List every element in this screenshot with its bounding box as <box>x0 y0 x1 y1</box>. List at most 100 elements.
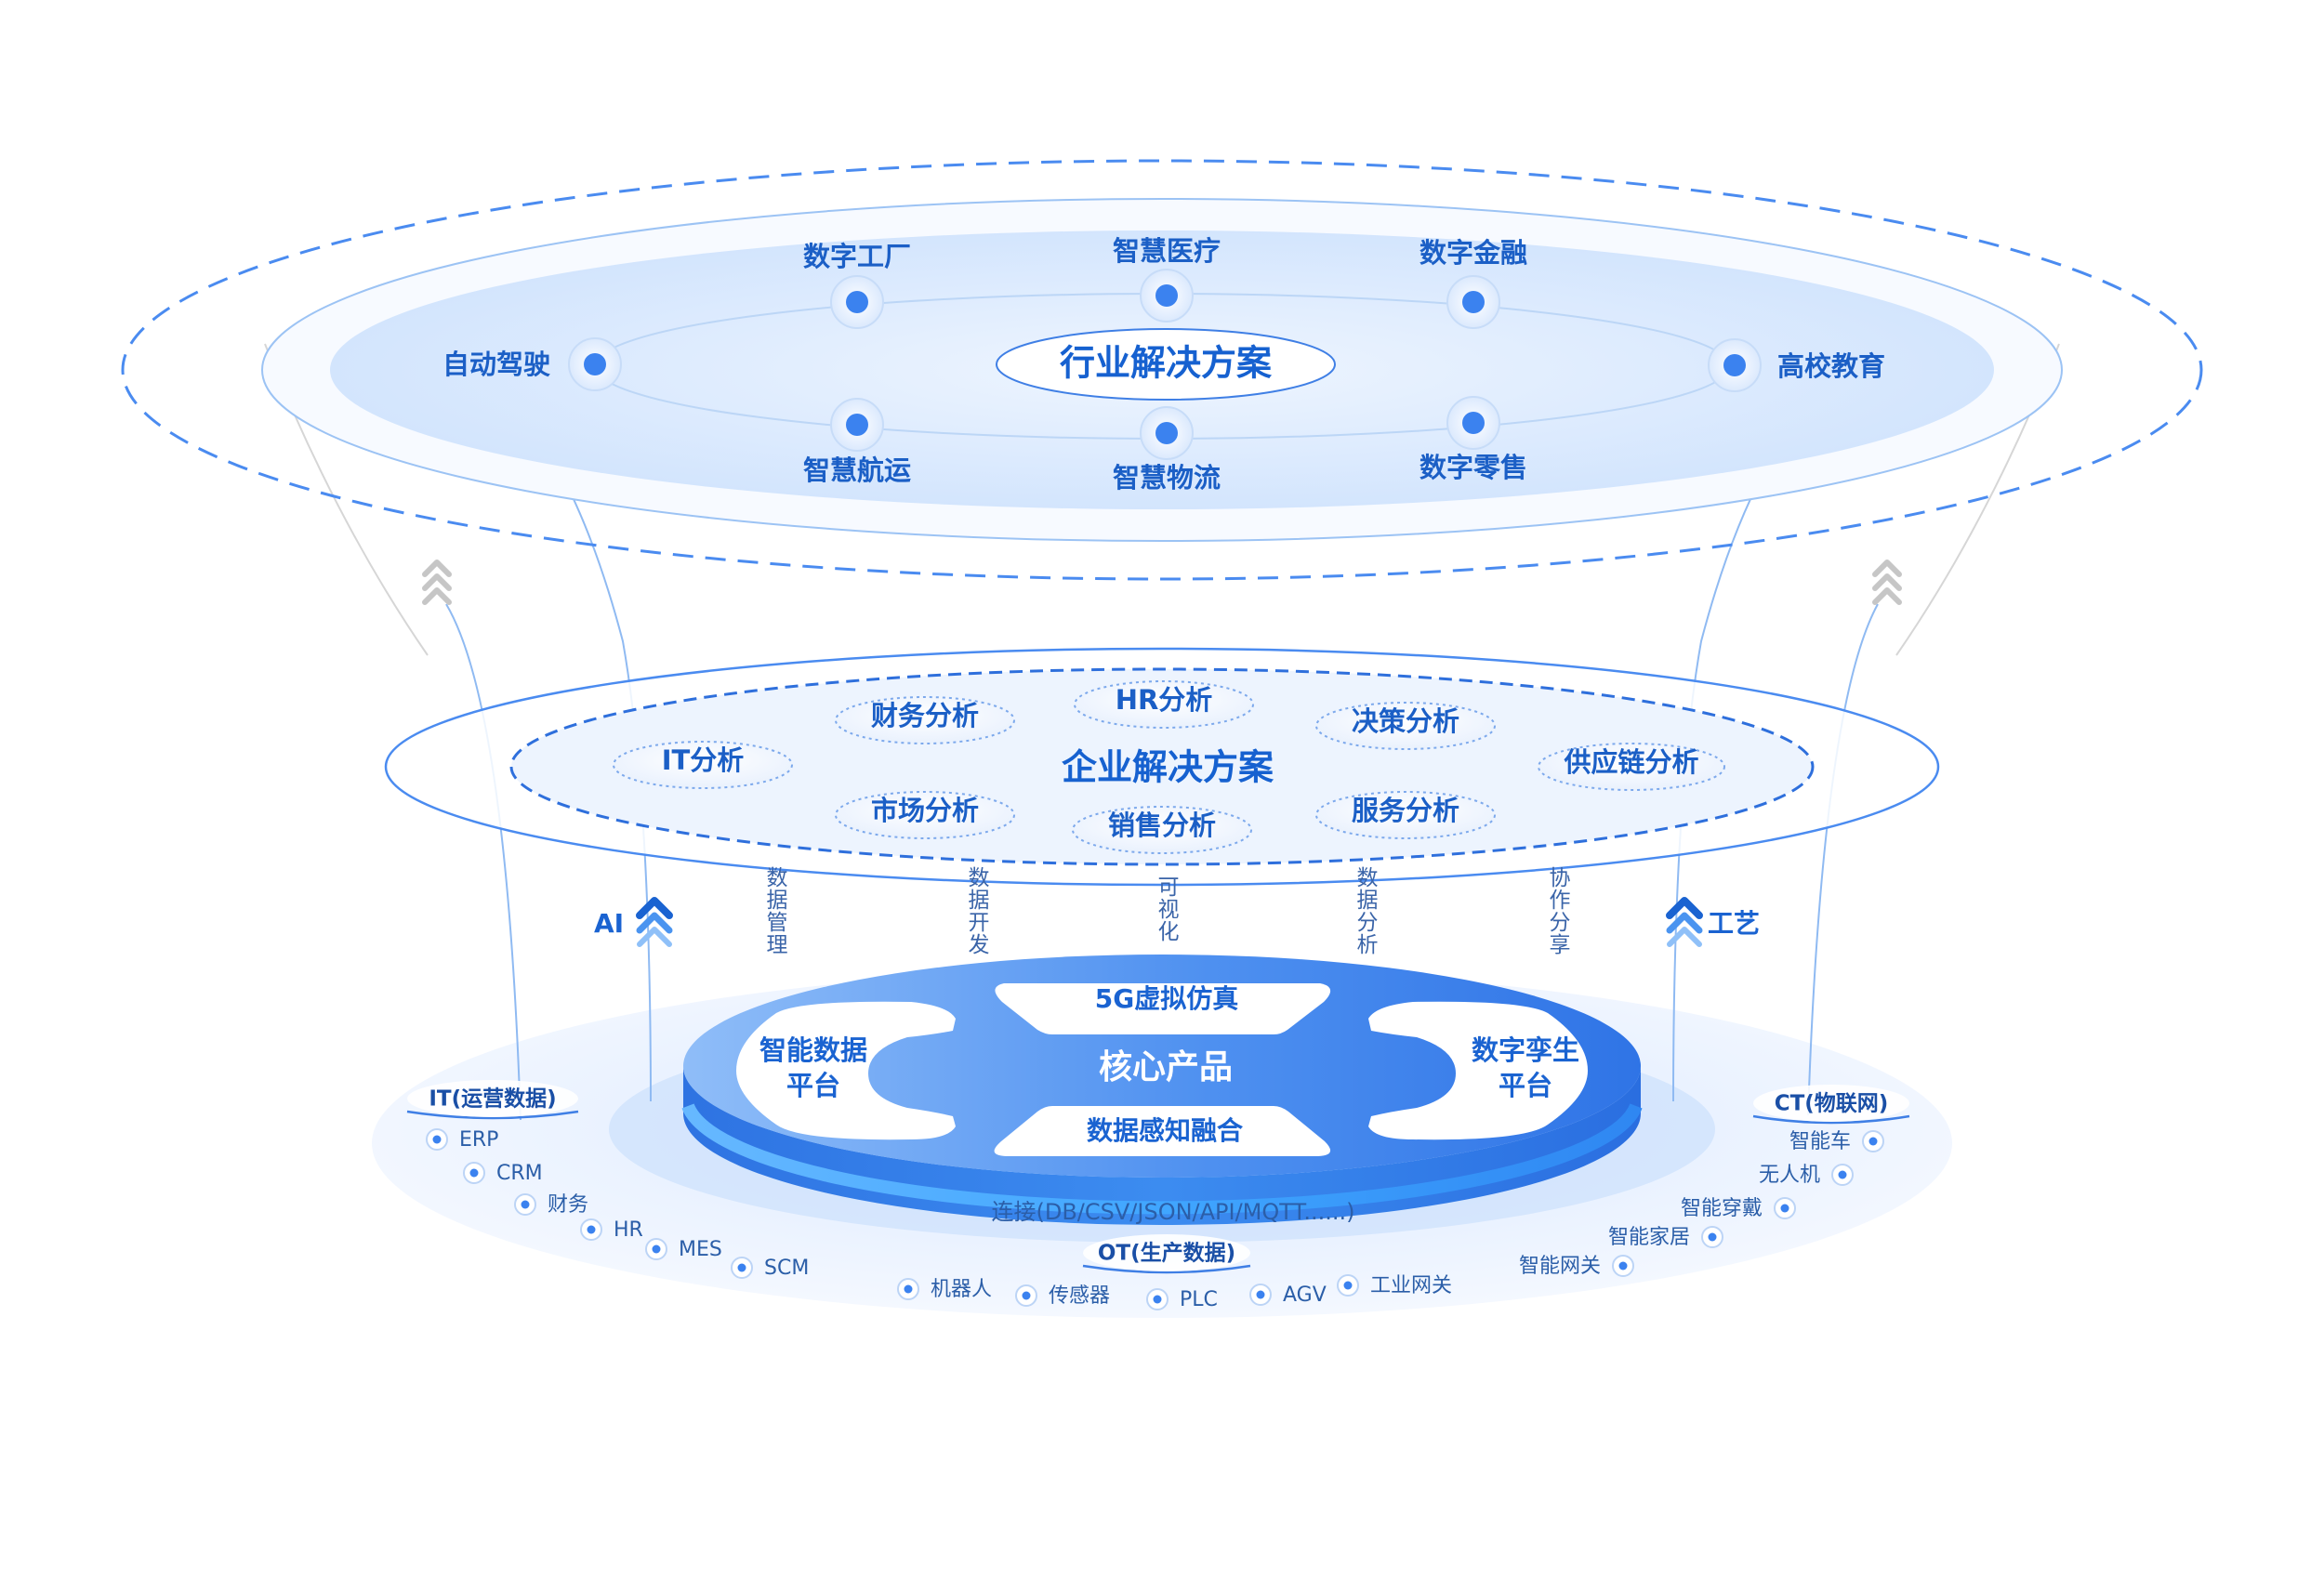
enterprise-node-pill <box>1072 806 1252 854</box>
bullet-dot-core <box>1022 1291 1031 1300</box>
ct-source-item: 智能网关 <box>1519 1255 1634 1278</box>
ct-source-label: 智能车 <box>1789 1130 1851 1153</box>
source-title-underline <box>1752 1114 1910 1125</box>
enterprise-node-pill <box>835 696 1015 744</box>
enterprise-node: 决策分析 <box>1315 702 1496 750</box>
industry-node-dot <box>1462 412 1485 434</box>
bullet-dot-core <box>1256 1290 1265 1299</box>
ct-source-title: CT(物联网) <box>1752 1085 1910 1125</box>
enterprise-node-label: 决策分析 <box>1352 705 1459 737</box>
module-top-label: 5G虚拟仿真 <box>1095 983 1238 1014</box>
industry-node: 智慧物流 <box>1113 406 1221 494</box>
craft-chevron-icon <box>1666 897 1703 947</box>
enterprise-node: HR分析 <box>1074 680 1254 729</box>
bullet-dot-core <box>1343 1281 1353 1290</box>
enterprise-node-pill <box>1315 702 1496 750</box>
industry-node: 数字零售 <box>1419 396 1527 483</box>
it-source-item: CRM <box>463 1162 543 1185</box>
source-title: IT(运营数据) <box>429 1087 556 1112</box>
industry-title-pill <box>996 328 1336 401</box>
enterprise-node: IT分析 <box>613 741 793 789</box>
industry-outer-dashed-ring <box>121 159 2203 581</box>
industry-node: 数字金融 <box>1419 237 1527 329</box>
bullet-dot-core <box>1153 1295 1162 1304</box>
it-source-label: ERP <box>459 1128 498 1152</box>
it-source-item: MES <box>645 1238 722 1261</box>
core-disk-rim-glow <box>681 1103 1643 1215</box>
it-source-title: IT(运营数据) <box>406 1080 579 1120</box>
industry-title: 行业解决方案 <box>1060 343 1273 384</box>
connect-formats-label: 连接(DB/CSV/JSON/API/MQTT......) <box>992 1199 1355 1225</box>
module-right-shape <box>1368 1001 1588 1140</box>
industry-node: 自动驾驶 <box>442 337 622 391</box>
side-label-craft: 工艺 <box>1708 908 1760 939</box>
enterprise-node: 服务分析 <box>1315 791 1496 839</box>
ct-source-item: 智能车 <box>1789 1130 1884 1153</box>
core-disk-side <box>683 1066 1641 1225</box>
connector-line <box>1807 603 1879 1116</box>
enterprise-node-pill <box>1538 743 1725 791</box>
ot-source-label: 机器人 <box>931 1278 992 1301</box>
ct-source-label: 智能网关 <box>1519 1255 1601 1278</box>
bullet-dot-core <box>1780 1204 1789 1213</box>
connector-label: 数据分析 <box>1357 866 1379 957</box>
bullet-dot-core <box>652 1244 661 1254</box>
industry-node-label: 智慧航运 <box>803 454 911 486</box>
industry-node-label: 高校教育 <box>1777 350 1885 382</box>
source-title: CT(物联网) <box>1775 1091 1889 1116</box>
industry-node-label: 智慧物流 <box>1113 462 1221 494</box>
industry-node-dot <box>846 291 868 313</box>
ot-source-label: 工业网关 <box>1370 1274 1452 1297</box>
enterprise-node: 销售分析 <box>1072 806 1252 854</box>
enterprise-node-label: IT分析 <box>662 744 745 776</box>
ct-source-label: 无人机 <box>1759 1164 1820 1187</box>
it-source-label: CRM <box>496 1162 543 1185</box>
bullet-dot-core <box>1708 1232 1717 1242</box>
enterprise-node-label: HR分析 <box>1116 684 1213 716</box>
right-grey-chevron-icon <box>1872 560 1902 605</box>
enterprise-node-label: 服务分析 <box>1352 795 1459 826</box>
source-title-bg <box>407 1080 578 1117</box>
side-labels: AI 工艺 <box>422 560 1902 947</box>
industry-node-dot <box>1155 422 1178 444</box>
industry-node-dot <box>584 353 606 375</box>
source-title: OT(生产数据) <box>1098 1241 1235 1266</box>
ot-source-item: 机器人 <box>897 1278 992 1301</box>
bullet-dot-core <box>469 1168 479 1178</box>
ot-source-title: OT(生产数据) <box>1082 1234 1251 1274</box>
enterprise-node-pill <box>1315 791 1496 839</box>
it-source-label: MES <box>679 1238 722 1261</box>
ct-source-label: 智能穿戴 <box>1681 1197 1763 1220</box>
ot-source-item: 工业网关 <box>1337 1274 1452 1297</box>
source-title-bg <box>1083 1234 1250 1271</box>
enterprise-node: 供应链分析 <box>1538 743 1725 791</box>
core-layer: 核心产品 5G虚拟仿真 数据感知融合 智能数据 平台 数字孪生 平台 连接(DB… <box>681 955 1643 1225</box>
ai-chevron-icon <box>636 897 673 947</box>
side-label-ai: AI <box>594 908 624 939</box>
enterprise-node: 市场分析 <box>835 791 1015 839</box>
enterprise-title: 企业解决方案 <box>1062 747 1274 788</box>
module-left-shape <box>736 1001 956 1140</box>
ct-source-item: 无人机 <box>1759 1164 1854 1187</box>
ot-source-label: PLC <box>1180 1288 1218 1311</box>
connector-label: 数据管理 <box>767 866 788 957</box>
industry-node: 数字工厂 <box>803 241 911 329</box>
it-source-item: SCM <box>731 1257 809 1280</box>
industry-node-dot <box>846 414 868 436</box>
ot-source-label: 传感器 <box>1049 1284 1110 1308</box>
industry-node-dot <box>1723 354 1746 376</box>
industry-node: 智慧医疗 <box>1113 235 1221 323</box>
bullet-dot-core <box>1868 1137 1878 1146</box>
industry-node-label: 数字工厂 <box>803 241 911 272</box>
enterprise-node-pill <box>613 741 793 789</box>
bullet-dot-core <box>1838 1170 1847 1179</box>
bullet-dot-core <box>587 1225 596 1234</box>
connector-label: 协作分享 <box>1550 866 1571 957</box>
industry-node-label: 自动驾驶 <box>442 349 550 380</box>
bullet-dot-core <box>737 1263 746 1272</box>
